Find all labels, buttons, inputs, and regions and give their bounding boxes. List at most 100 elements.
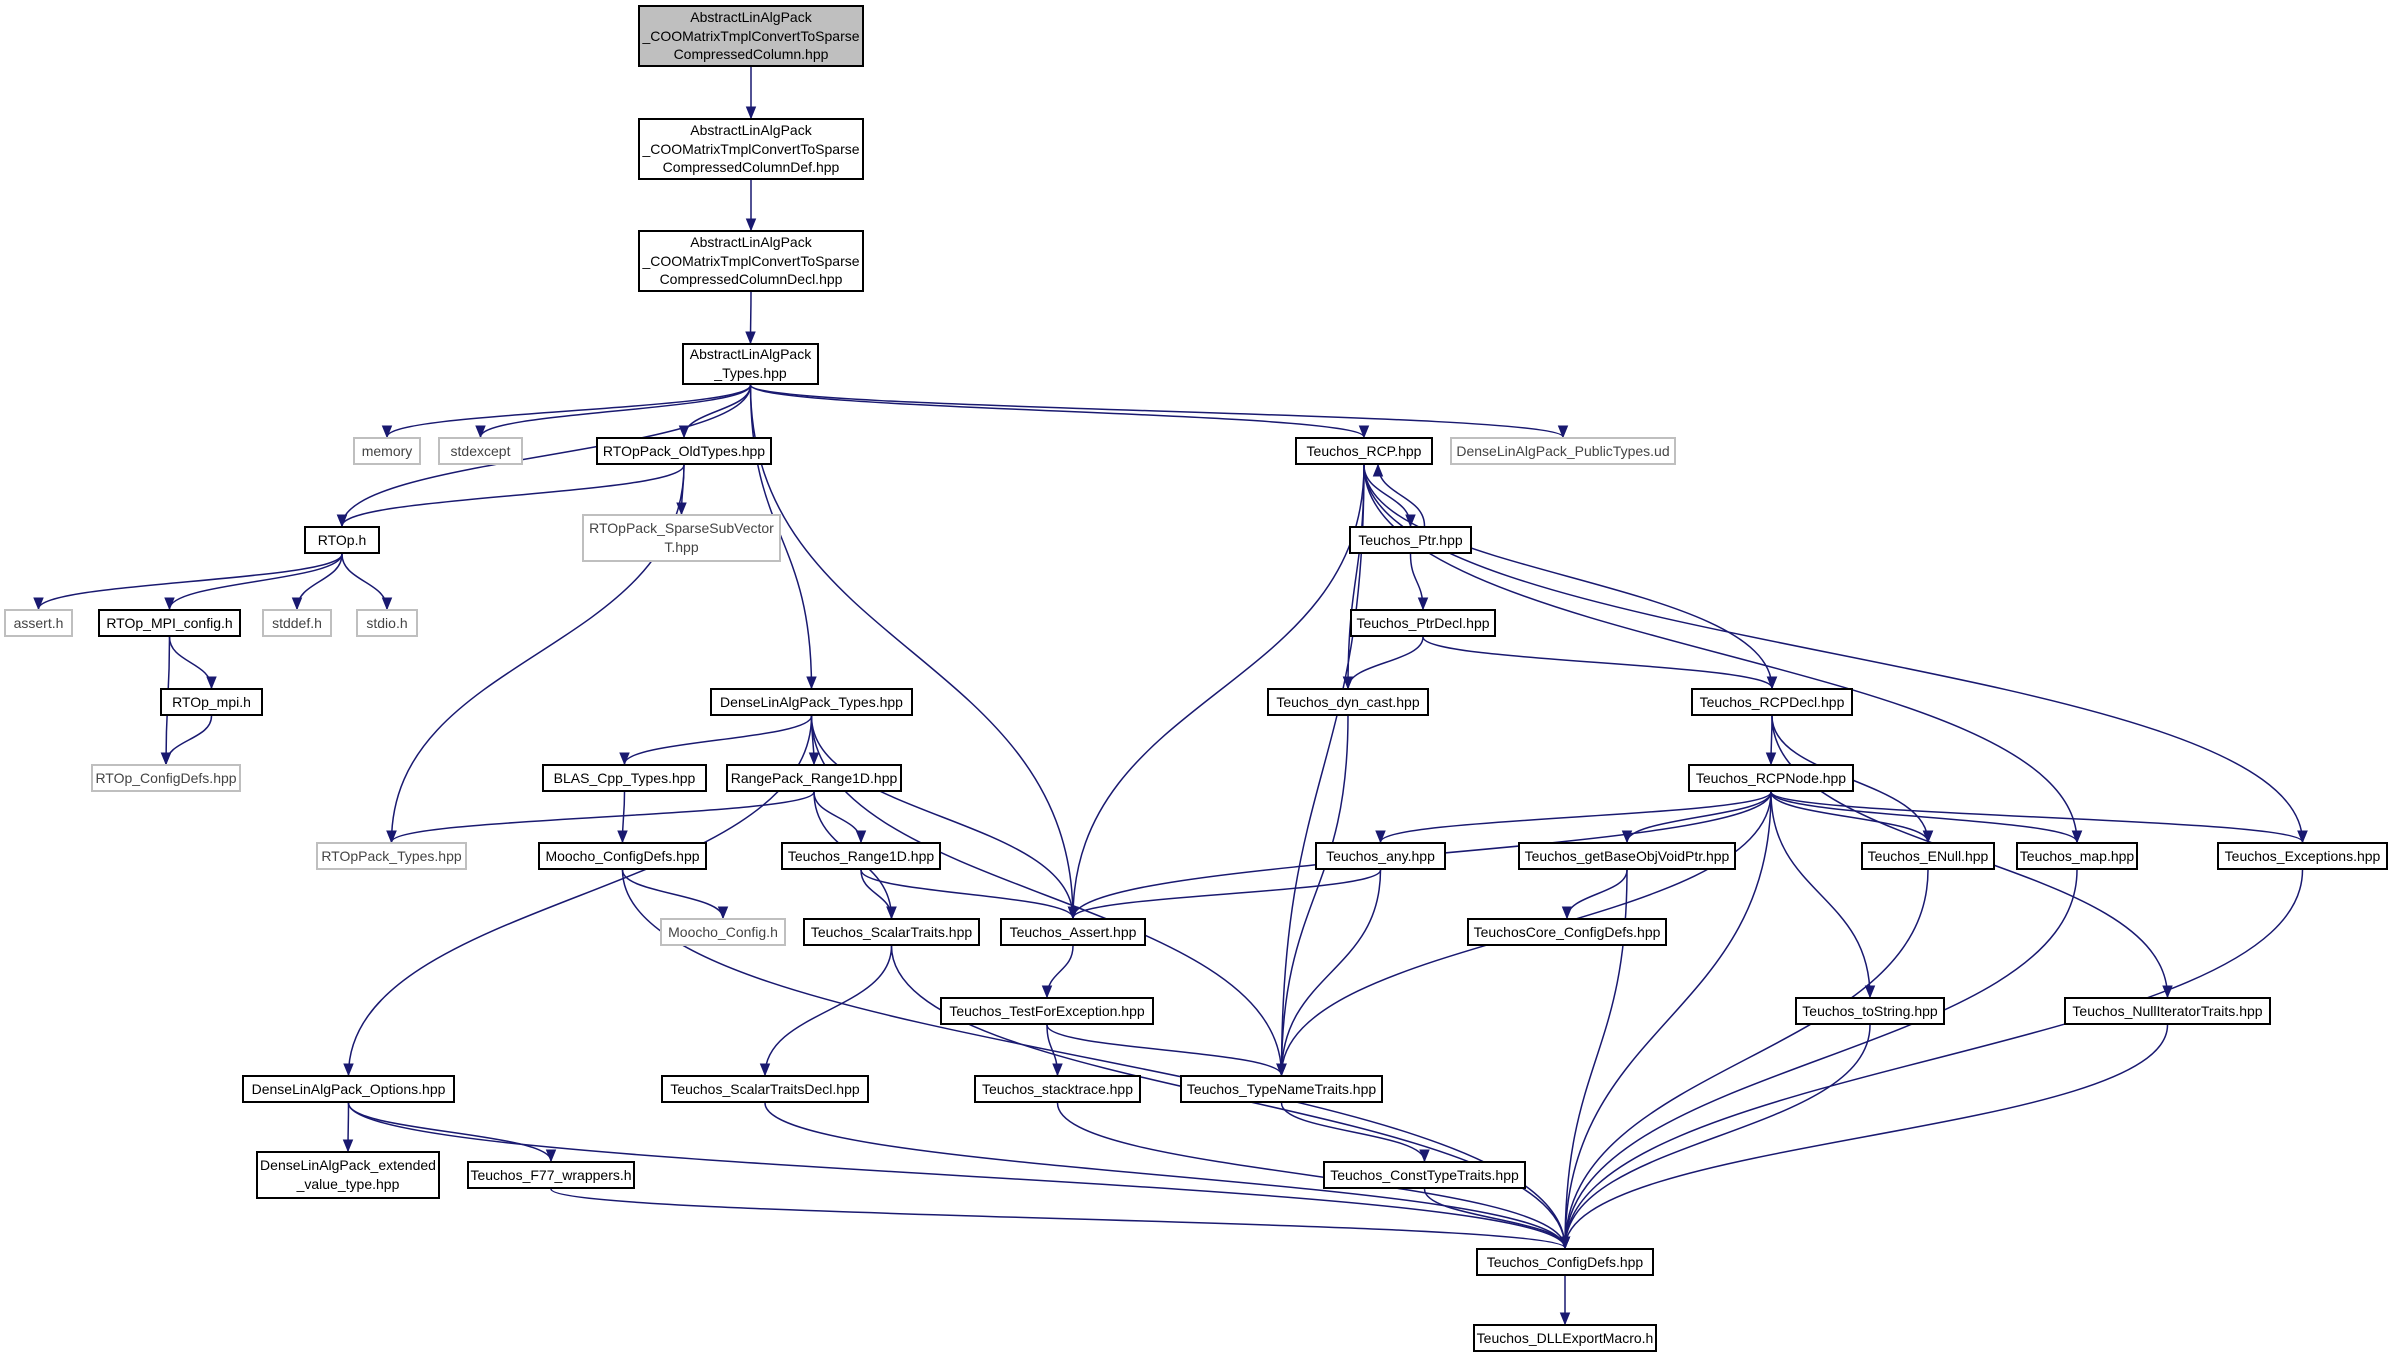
- arrowhead-rcpnode-to-tostring: [1864, 985, 1876, 999]
- edge-rcp-to-rcpdecl: [1363, 464, 1773, 689]
- node-teuchos-map[interactable]: Teuchos_map.hpp: [2016, 842, 2138, 870]
- node-teuchos-dllexportmacro[interactable]: Teuchos_DLLExportMacro.h: [1473, 1324, 1657, 1352]
- arrowhead-testfor-to-stacktrace: [1052, 1063, 1063, 1077]
- node-rtop-configdefs[interactable]: RTOp_ConfigDefs.hpp: [91, 764, 241, 792]
- edge-types-to-stdexcept: [479, 384, 752, 438]
- node-teuchos-exceptions[interactable]: Teuchos_Exceptions.hpp: [2217, 842, 2388, 870]
- edge-rcpnode-to-exceptions: [1770, 791, 2304, 843]
- node-rtop-mpi[interactable]: RTOp_mpi.h: [160, 688, 263, 716]
- node-teuchos-testforexception[interactable]: Teuchos_TestForException.hpp: [940, 997, 1154, 1025]
- node-denselinalgpack-types[interactable]: DenseLinAlgPack_Types.hpp: [710, 688, 913, 716]
- node-teuchos-f77-wrappers[interactable]: Teuchos_F77_wrappers.h: [467, 1161, 635, 1189]
- node-teuchos-enull[interactable]: Teuchos_ENull.hpp: [1861, 842, 1995, 870]
- node-sparsesubvector[interactable]: RTOpPack_SparseSubVector T.hpp: [582, 514, 781, 562]
- arrowhead-getbase-to-coredefs: [1561, 906, 1573, 920]
- node-assert-h[interactable]: assert.h: [4, 609, 73, 637]
- edge-rcp-to-assert: [1072, 464, 1365, 919]
- node-stddef[interactable]: stddef.h: [262, 609, 332, 637]
- arrowhead-rtop-to-assert_h: [33, 597, 44, 611]
- node-extended-value-type[interactable]: DenseLinAlgPack_extended _value_type.hpp: [256, 1151, 440, 1199]
- arrowhead-ptr-to-rcp: [1372, 463, 1384, 477]
- node-rtop-h[interactable]: RTOp.h: [304, 526, 380, 554]
- node-stdio[interactable]: stdio.h: [356, 609, 418, 637]
- node-teuchos-configdefs[interactable]: Teuchos_ConfigDefs.hpp: [1476, 1248, 1654, 1276]
- node-teuchos-rcpnode[interactable]: Teuchos_RCPNode.hpp: [1688, 764, 1854, 792]
- edge-enull-to-configdefs: [1564, 869, 1929, 1249]
- node-teuchos-ptrdecl[interactable]: Teuchos_PtrDecl.hpp: [1350, 609, 1496, 637]
- arrowhead-dlptypes-to-blas: [619, 752, 630, 766]
- node-moocho-configdefs[interactable]: Moocho_ConfigDefs.hpp: [538, 842, 707, 870]
- node-blas-cpp-types[interactable]: BLAS_Cpp_Types.hpp: [542, 764, 707, 792]
- arrowhead-typename-to-consttype: [1419, 1149, 1430, 1163]
- node-teuchos-scalartraitsdecl[interactable]: Teuchos_ScalarTraitsDecl.hpp: [661, 1075, 869, 1103]
- node-teuchos-nulliteratortraits[interactable]: Teuchos_NullIteratorTraits.hpp: [2064, 997, 2271, 1025]
- node-teuchos-scalartraits[interactable]: Teuchos_ScalarTraits.hpp: [803, 918, 980, 946]
- edge-options-to-configdefs: [347, 1102, 1566, 1249]
- edge-ptrdecl-to-dyncast: [1347, 636, 1424, 689]
- node-teuchos-tostring[interactable]: Teuchos_toString.hpp: [1795, 997, 1945, 1025]
- edge-rcpnode-to-configdefs: [1564, 791, 1772, 1249]
- node-rtop-mpi-config[interactable]: RTOp_MPI_config.h: [98, 609, 241, 637]
- node-teuchos-stacktrace[interactable]: Teuchos_stacktrace.hpp: [974, 1075, 1141, 1103]
- arrowhead-types-to-stdexcept: [475, 425, 486, 439]
- node-def-file[interactable]: AbstractLinAlgPack _COOMatrixTmplConvert…: [638, 118, 864, 180]
- node-rangepack-range1d[interactable]: RangePack_Range1D.hpp: [726, 764, 902, 792]
- node-root-file[interactable]: AbstractLinAlgPack _COOMatrixTmplConvert…: [638, 5, 864, 67]
- edge-any-to-assert: [1072, 869, 1382, 919]
- edge-range1d-to-rtoppacktypes: [390, 791, 815, 843]
- node-stdexcept[interactable]: stdexcept: [438, 437, 523, 465]
- node-decl-file[interactable]: AbstractLinAlgPack _COOMatrixTmplConvert…: [638, 230, 864, 292]
- edge-oldtypes-to-rtop: [341, 464, 685, 527]
- node-teuchos-typenametraits[interactable]: Teuchos_TypeNameTraits.hpp: [1180, 1075, 1383, 1103]
- arrowhead-rcpnode-to-any: [1375, 830, 1386, 844]
- edge-types-to-publictypes: [749, 384, 1564, 438]
- node-teuchos-rcp[interactable]: Teuchos_RCP.hpp: [1295, 437, 1433, 465]
- arrowhead-testfor-to-typename: [1276, 1063, 1287, 1077]
- arrowhead-ptrdecl-to-rcpdecl: [1766, 676, 1778, 690]
- edge-scalartraits-to-scalardecl: [764, 945, 893, 1076]
- node-denselinalgpack-options[interactable]: DenseLinAlgPack_Options.hpp: [242, 1075, 455, 1103]
- edge-map-to-configdefs: [1564, 869, 2078, 1249]
- edge-typename-to-consttype: [1280, 1102, 1426, 1162]
- edge-scalardecl-to-configdefs: [764, 1102, 1566, 1249]
- edge-rcpnode-to-map: [1770, 791, 2078, 843]
- edge-ptrdecl-to-rcpdecl: [1422, 636, 1773, 689]
- edge-dlptypes-to-assert: [810, 715, 1074, 919]
- node-memory[interactable]: memory: [353, 437, 421, 465]
- arrowhead-options-to-extended: [342, 1139, 354, 1153]
- edge-consttype-to-configdefs: [1423, 1188, 1566, 1249]
- node-moocho-config[interactable]: Moocho_Config.h: [660, 918, 786, 946]
- node-teuchos-getbaseobjvoidptr[interactable]: Teuchos_getBaseObjVoidPtr.hpp: [1518, 842, 1736, 870]
- edge-types-to-memory: [386, 384, 752, 438]
- node-teuchos-any[interactable]: Teuchos_any.hpp: [1315, 842, 1446, 870]
- edge-moochodefs-to-moochoconfig: [621, 869, 724, 919]
- arrowhead-moochodefs-to-moochoconfig: [717, 906, 729, 920]
- node-teuchos-assert[interactable]: Teuchos_Assert.hpp: [1000, 918, 1146, 946]
- edge-rtop-to-mpiconfig: [168, 553, 343, 610]
- arrowhead-trange1d-to-scalartraits: [886, 906, 897, 920]
- arrowhead-decl-to-types: [745, 331, 756, 345]
- node-teuchos-ptr[interactable]: Teuchos_Ptr.hpp: [1349, 526, 1472, 554]
- node-rtoppack-types[interactable]: RTOpPack_Types.hpp: [316, 842, 467, 870]
- node-teuchos-rcpdecl[interactable]: Teuchos_RCPDecl.hpp: [1691, 688, 1853, 716]
- arrowhead-dlptypes-to-range1d: [808, 752, 820, 766]
- edge-getbase-to-coredefs: [1566, 869, 1628, 919]
- node-abstract-types[interactable]: AbstractLinAlgPack _Types.hpp: [682, 343, 819, 385]
- edge-nulliter-to-configdefs: [1564, 1024, 2169, 1249]
- edge-any-to-typename: [1280, 869, 1382, 1076]
- node-teuchos-range1d[interactable]: Teuchos_Range1D.hpp: [781, 842, 941, 870]
- node-teuchoscore-configdefs[interactable]: TeuchosCore_ConfigDefs.hpp: [1467, 918, 1667, 946]
- arrowhead-types-to-rcp: [1358, 425, 1370, 439]
- arrowhead-types-to-memory: [381, 425, 393, 439]
- arrowhead-f77-to-configdefs: [1559, 1236, 1571, 1250]
- node-teuchos-consttypetraits[interactable]: Teuchos_ConstTypeTraits.hpp: [1323, 1161, 1526, 1189]
- node-publictypes[interactable]: DenseLinAlgPack_PublicTypes.ud: [1450, 437, 1676, 465]
- arrowhead-range1d-to-trange1d: [855, 830, 867, 844]
- edge-dlptypes-to-blas: [623, 715, 813, 765]
- node-teuchos-dyncast[interactable]: Teuchos_dyn_cast.hpp: [1267, 688, 1429, 716]
- edge-rcpnode-to-getbase: [1626, 791, 1772, 843]
- edge-f77-to-configdefs: [550, 1188, 1566, 1249]
- node-rtoppack-oldtypes[interactable]: RTOpPack_OldTypes.hpp: [596, 437, 772, 465]
- arrowhead-root-to-def: [745, 106, 757, 120]
